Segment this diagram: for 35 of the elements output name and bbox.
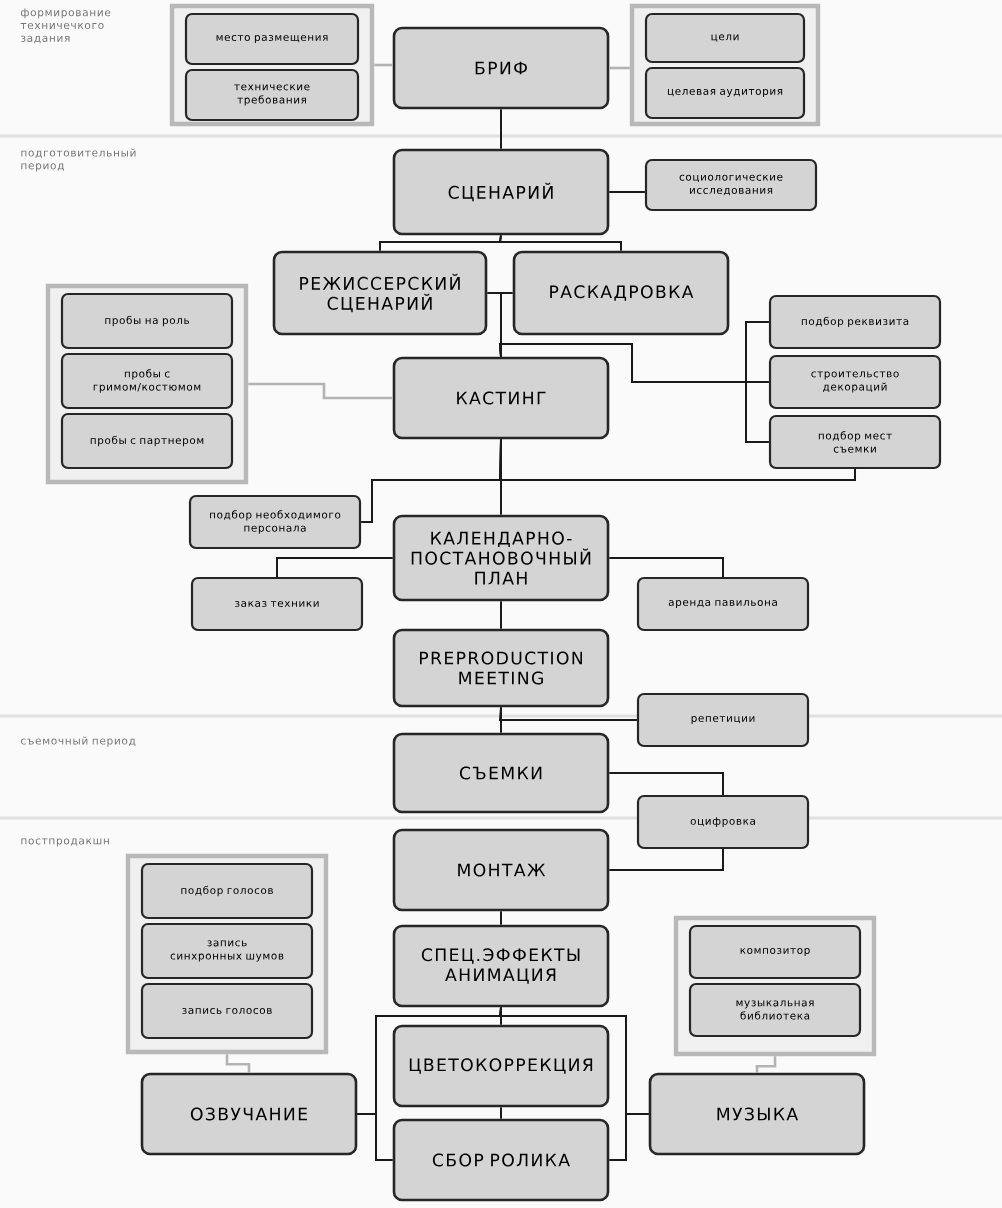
process-box: РЕЖИССЕРСКИЙ СЦЕНАРИЙ	[272, 250, 488, 336]
connector-line	[500, 910, 502, 926]
connector-line	[248, 382, 393, 400]
connector-line	[276, 557, 394, 578]
process-box: БРИФ	[392, 26, 610, 110]
connector-line	[500, 706, 502, 734]
process-box: СБОР РОЛИКА	[392, 1118, 610, 1202]
connector-line	[608, 848, 724, 871]
process-box: КАСТИНГ	[392, 356, 610, 440]
process-box: СЦЕНАРИЙ	[392, 148, 610, 236]
process-box: СПЕЦ.ЭФФЕКТЫ АНИМАЦИЯ	[392, 924, 610, 1008]
connector-line	[608, 557, 724, 578]
connector-line	[374, 63, 393, 67]
process-box: МУЗЫКА	[648, 1072, 866, 1156]
connector-line	[500, 438, 502, 516]
connector-line	[356, 1113, 394, 1161]
process-box: РАСКАДРОВКА	[512, 250, 730, 336]
connector-line	[498, 343, 770, 443]
connector-line	[608, 772, 724, 796]
connector-line	[500, 1006, 502, 1026]
connector-line	[500, 108, 502, 150]
process-box: PREPRODUCTION MEETING	[392, 628, 610, 708]
connector-line	[609, 66, 630, 70]
process-box: ЦВЕТОКОРРЕКЦИЯ	[392, 1024, 610, 1108]
connector-line	[500, 1106, 502, 1120]
connector-line	[225, 1054, 251, 1073]
process-box: СЪЕМКИ	[392, 732, 610, 814]
process-box: ОЗВУЧАНИЕ	[140, 1072, 358, 1156]
process-box: КАЛЕНДАРНО-ПОСТАНОВОЧНЫЙ ПЛАН	[392, 514, 610, 602]
process-box: МОНТАЖ	[392, 828, 610, 912]
connector-line	[608, 191, 646, 193]
connector-line	[755, 1056, 777, 1073]
connector-line	[498, 234, 622, 252]
connector-line	[608, 1113, 650, 1161]
connector-line	[500, 600, 502, 630]
